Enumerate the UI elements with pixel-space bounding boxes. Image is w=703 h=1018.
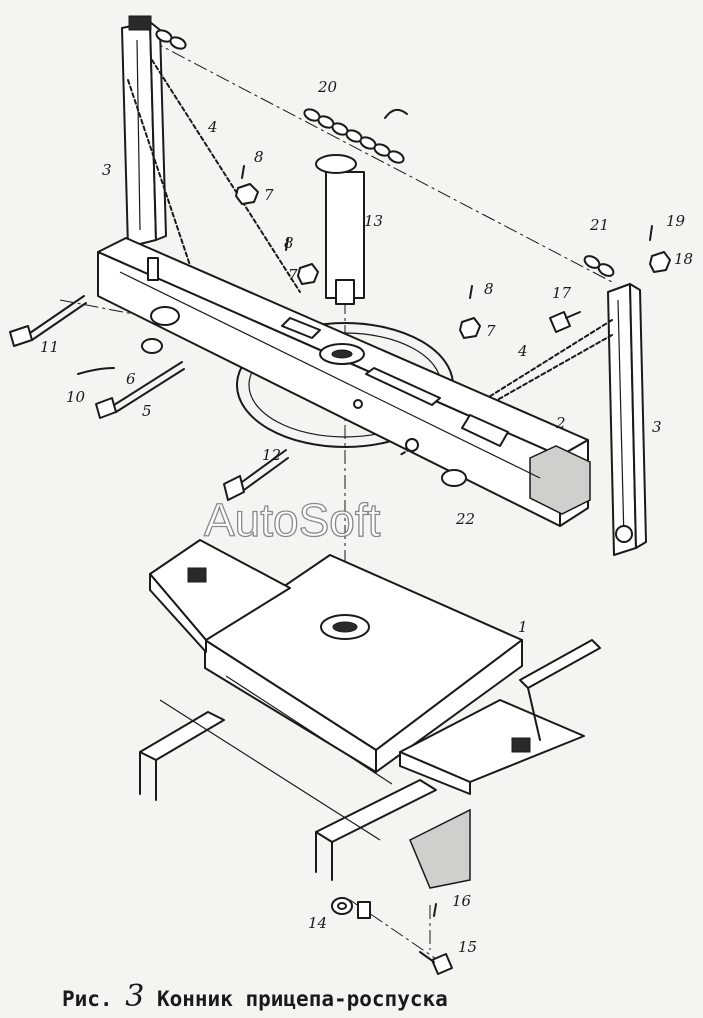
left-stake [121, 15, 167, 248]
callout-6: 6 [126, 370, 136, 388]
watermark-text: AutoSoft [204, 494, 381, 546]
callout-21: 21 [589, 216, 609, 234]
bolt-15 [419, 951, 453, 975]
left-bracket [149, 539, 291, 653]
callout-7-a: 7 [264, 186, 274, 204]
frame-rails [139, 639, 601, 889]
callout-13: 13 [364, 212, 383, 230]
base-plate [204, 554, 523, 773]
left-bolt-axis [59, 299, 166, 321]
callout-18: 18 [674, 250, 693, 268]
bolster-beam [97, 237, 591, 527]
callout-7-b: 7 [288, 266, 298, 284]
callout-8-a: 8 [254, 148, 264, 166]
callout-8-b: 8 [284, 234, 294, 252]
king-pin [315, 154, 365, 305]
right-bracket [399, 699, 585, 795]
figure-caption: Рис. 3 Конник прицепа-роспуска [62, 979, 448, 1014]
bolt-5 [95, 361, 185, 419]
callout-17: 17 [552, 284, 572, 302]
callout-3-left: 3 [102, 161, 112, 179]
callout-2: 2 [555, 414, 566, 432]
callout-14: 14 [308, 914, 327, 932]
callout-3-right: 3 [652, 418, 662, 436]
callout-5: 5 [142, 402, 152, 420]
nuts [235, 183, 671, 339]
callout-10: 10 [66, 388, 86, 406]
cotter-pin-10 [77, 367, 115, 375]
chain-20 [155, 29, 408, 164]
bolt-12 [223, 449, 289, 501]
chain-21 [583, 255, 615, 277]
right-stake [607, 283, 647, 556]
callout-20: 20 [317, 78, 338, 96]
beam-hardware [147, 257, 467, 487]
caption-number: 3 [125, 979, 145, 1014]
pins-8 [241, 165, 653, 917]
roller-6 [141, 338, 163, 354]
callout-15: 15 [458, 938, 477, 956]
callout-1: 1 [518, 618, 528, 636]
callout-11: 11 [40, 338, 59, 356]
bolt-17 [549, 311, 581, 333]
bolt-11 [9, 295, 87, 347]
callout-12: 12 [262, 446, 281, 464]
callout-4-right: 4 [517, 342, 528, 360]
callout-8-c: 8 [484, 280, 494, 298]
caption-prefix: Рис. [62, 987, 113, 1011]
washer-14 [331, 897, 371, 919]
callout-22: 22 [455, 510, 475, 528]
callout-7-c: 7 [486, 322, 496, 340]
callout-19: 19 [666, 212, 686, 230]
callouts: 1 2 3 3 4 4 5 6 7 7 7 8 8 8 10 11 12 13 … [40, 78, 693, 956]
callout-4-left: 4 [207, 118, 218, 136]
caption-title: Конник прицепа-роспуска [156, 987, 448, 1011]
upper-chain-axis [149, 39, 613, 283]
callout-16: 16 [452, 892, 472, 910]
